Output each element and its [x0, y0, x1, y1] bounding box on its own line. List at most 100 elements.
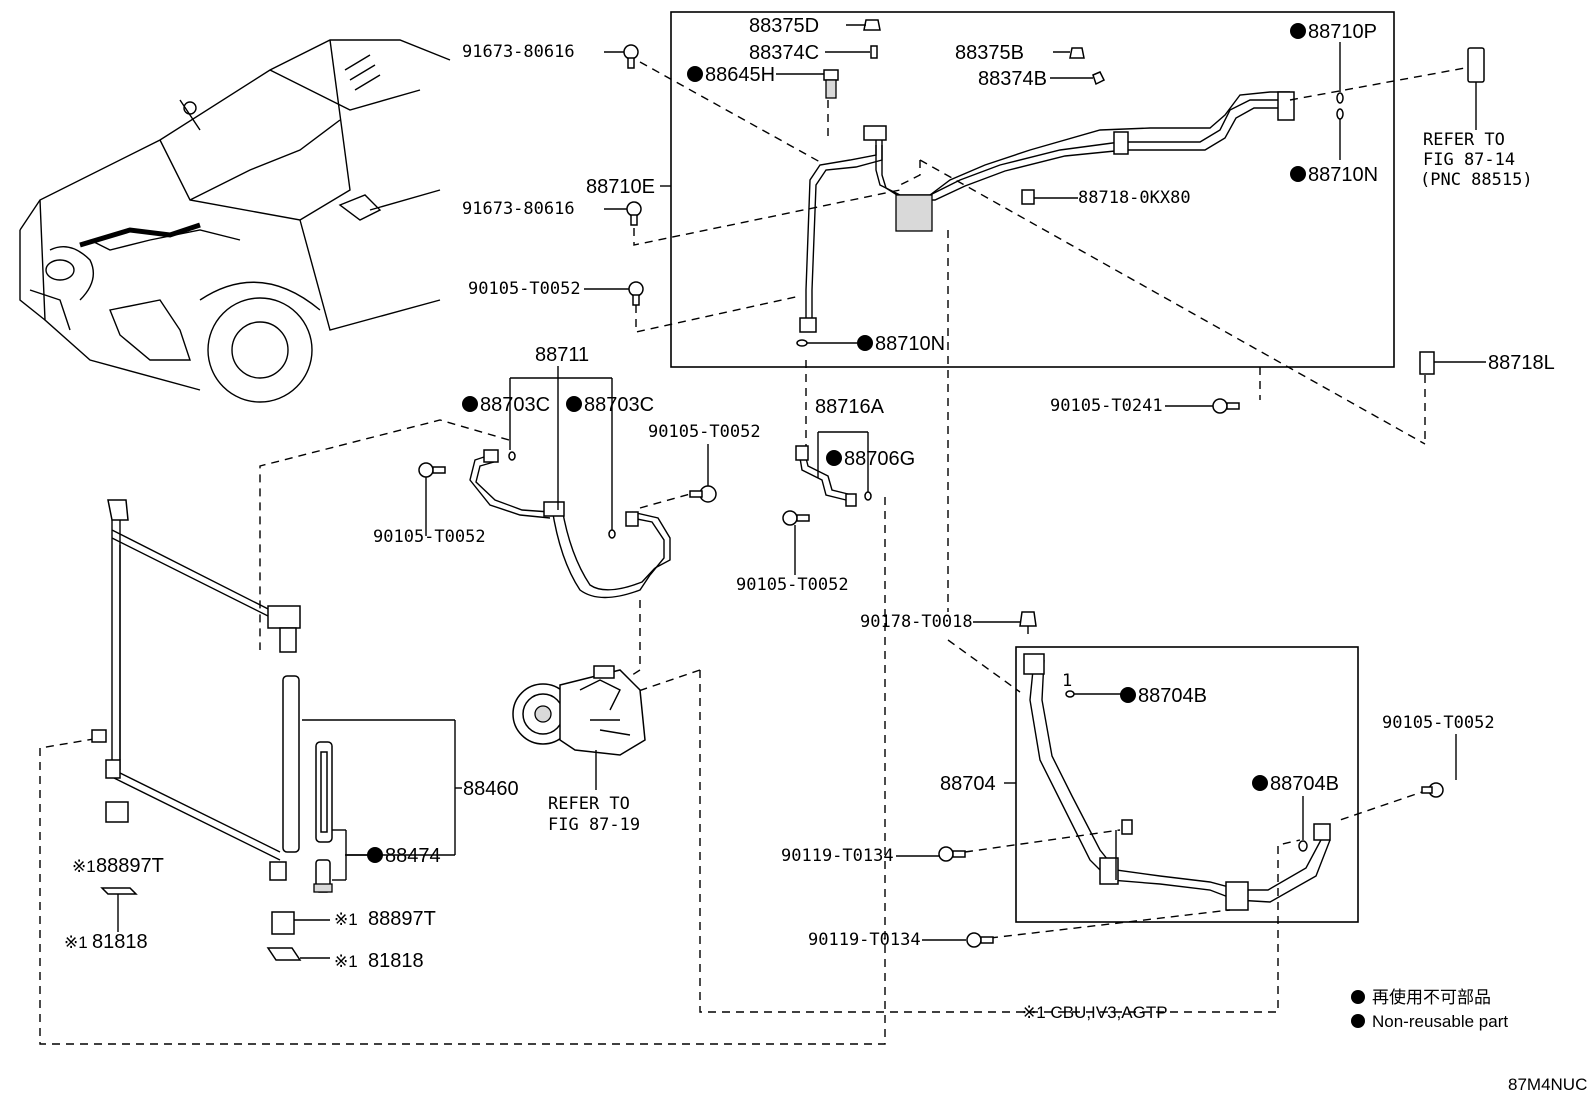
label-88710N-lower: 88710N: [875, 333, 945, 355]
label-90119-T0134: 90119-T0134: [808, 930, 921, 950]
label-88374B: 88374B: [978, 68, 1047, 90]
label-90178-T0018: 90178-T0018: [860, 612, 973, 632]
label-88716A: 88716A: [815, 396, 885, 418]
label-88710E: 88710E: [586, 176, 655, 198]
filled-circle-icon: [462, 396, 478, 412]
o-ring-88704B-a: [1065, 690, 1075, 698]
label-90105-T0241: 90105-T0241: [1050, 396, 1163, 416]
filled-circle-icon: [1120, 687, 1136, 703]
filled-circle-icon: [826, 450, 842, 466]
label-88645H: 88645H: [705, 64, 775, 86]
desiccant-88474: [313, 741, 368, 893]
filled-circle-icon: [1252, 775, 1268, 791]
label-90105-T0052: 90105-T0052: [468, 279, 581, 299]
label-91673-80616: 91673-80616: [462, 199, 575, 219]
discharge-hose-88711: [469, 449, 671, 599]
label-81818: 81818: [368, 950, 424, 972]
o-ring-88703C-a: [508, 451, 516, 461]
filled-circle-icon: [566, 396, 582, 412]
label-88706G: 88706G: [844, 448, 915, 470]
refer-to-text: REFER TO: [1423, 130, 1505, 150]
bolts-middle: [418, 444, 810, 575]
filled-circle-icon: [687, 66, 703, 82]
guide-lines-upper: [633, 61, 1466, 612]
label-88704: 88704: [940, 773, 996, 795]
reference-mark-icon: ※1: [334, 910, 358, 929]
leader-lines-top: [660, 24, 1341, 344]
assembly-box-upper: [670, 11, 1395, 368]
bolt-90105-T0241: [1165, 398, 1240, 414]
reference-mark-icon: ※1: [72, 857, 96, 876]
guide-lines-middle: [39, 360, 1301, 1045]
legend-text-en: Non-reusable part: [1372, 1012, 1508, 1031]
label-88474: 88474: [385, 845, 441, 867]
filled-circle-icon: [1351, 1014, 1365, 1028]
guide-lines-lower: [964, 789, 1429, 939]
label-90105-T0052: 90105-T0052: [373, 527, 486, 547]
label-index-1: 1: [1062, 671, 1072, 691]
label-88718-0KX80: 88718-0KX80: [1078, 188, 1191, 208]
label-88711: 88711: [535, 344, 589, 366]
reference-mark-icon: ※1: [64, 933, 88, 952]
switch-parts: [823, 19, 1106, 99]
assembly-box-lower: [1015, 646, 1359, 923]
label-88703C: 88703C: [480, 394, 550, 416]
o-ring-88703C-b: [608, 529, 616, 539]
suction-hose-88704: [1023, 653, 1331, 911]
part-labels: 91673-80616 91673-80616 90105-T0052 8837…: [64, 15, 1555, 972]
bolts-lower: [938, 611, 1444, 948]
leader-88711: [509, 366, 613, 530]
tube-assembly-upper: [799, 91, 1295, 333]
label-88375B: 88375B: [955, 42, 1024, 64]
filled-circle-icon: [367, 847, 383, 863]
connector-fig-87-14: [1467, 47, 1485, 130]
label-88460: 88460: [463, 778, 519, 800]
filled-circle-icon: [1290, 166, 1306, 182]
condenser-88460: [91, 499, 301, 881]
clamp-88718L: [1419, 351, 1486, 375]
label-88375D: 88375D: [749, 15, 819, 37]
refer-pnc-88515: (PNC 88515): [1420, 170, 1533, 190]
model-note: ※1 CBU,IV3,AGTP: [1022, 1003, 1168, 1022]
leader-lines-lower: [896, 621, 1457, 941]
compressor-fig-87-19: [512, 665, 646, 790]
illustration-code: 87M4NUC: [1508, 1075, 1587, 1094]
o-ring-88710P: [1336, 92, 1344, 104]
label-88718L: 88718L: [1488, 352, 1555, 374]
filled-circle-icon: [1290, 23, 1306, 39]
label-90105-T0052: 90105-T0052: [1382, 713, 1495, 733]
label-88703C: 88703C: [584, 394, 654, 416]
label-90105-T0052: 90105-T0052: [736, 575, 849, 595]
label-88897T: 88897T: [96, 855, 164, 877]
label-90105-T0052: 90105-T0052: [648, 422, 761, 442]
label-88374C: 88374C: [749, 42, 819, 64]
label-88704B: 88704B: [1138, 685, 1207, 707]
legend-text-jp: 再使用不可部品: [1372, 987, 1491, 1007]
label-90119-T0134: 90119-T0134: [781, 846, 894, 866]
refer-fig-87-14: FIG 87-14: [1423, 150, 1515, 170]
nonreusable-markers: [367, 23, 1365, 1028]
label-88897T: 88897T: [368, 908, 436, 930]
o-ring-88710N: [1336, 108, 1344, 120]
leader-88716A: [817, 431, 869, 492]
label-81818: 81818: [92, 931, 148, 953]
tube-88716A: [795, 445, 857, 507]
leader-lines-bolts: [584, 51, 629, 290]
vehicle-illustration: [19, 39, 451, 403]
o-ring-88704B-b: [1298, 840, 1308, 852]
filled-circle-icon: [1351, 990, 1365, 1004]
label-91673-80616: 91673-80616: [462, 42, 575, 62]
o-ring-88710N-lower: [796, 339, 808, 347]
bolts-left: [623, 44, 644, 306]
o-ring-88706G: [864, 491, 872, 501]
filled-circle-icon: [857, 335, 873, 351]
label-88710P: 88710P: [1308, 21, 1377, 43]
refer-fig-87-19: FIG 87-19: [548, 815, 640, 835]
cushion-parts: [100, 801, 330, 961]
reference-mark-icon: ※1: [334, 952, 358, 971]
label-88704B: 88704B: [1270, 773, 1339, 795]
refer-to-text: REFER TO: [548, 794, 630, 814]
legend: ※1 CBU,IV3,AGTP 再使用不可部品 Non-reusable par…: [1022, 987, 1587, 1094]
label-88710N: 88710N: [1308, 164, 1378, 186]
